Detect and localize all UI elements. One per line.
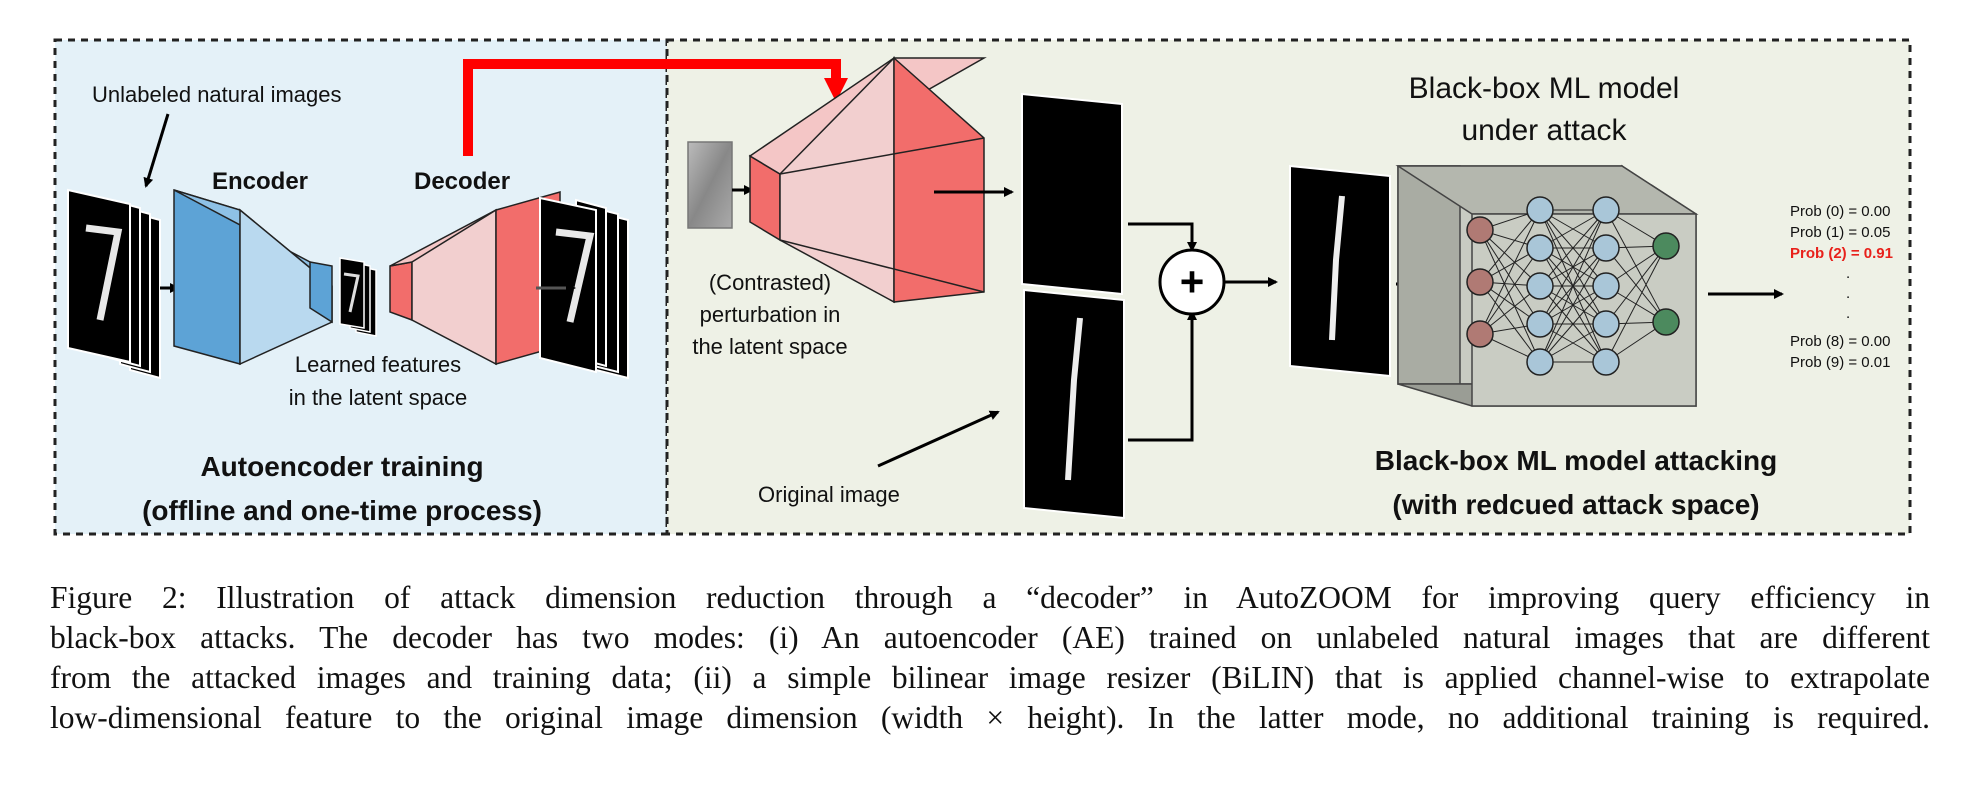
- perturbation-to-plus-connector: [1128, 222, 1197, 252]
- nn-node-layer-0: [1466, 268, 1494, 296]
- caption-line-4: low-dimensional feature to the original …: [50, 700, 1930, 735]
- attack-panel: (Contrasted) perturbation in the latent …: [463, 38, 1912, 536]
- caption-line-2: black-box attacks. The decoder has two m…: [50, 620, 1930, 655]
- left-panel-title-1: Autoencoder training: [200, 451, 483, 482]
- nn-node-layer-1: [1526, 234, 1554, 262]
- encoder-block: [173, 188, 333, 366]
- nn-edge: [1539, 247, 1607, 363]
- original-image-label: Original image: [758, 482, 900, 507]
- nn-edge: [1479, 209, 1541, 335]
- nn-node-layer-1: [1526, 310, 1554, 338]
- nn-node-layer-2: [1592, 196, 1620, 224]
- nn-node-layer-1: [1526, 196, 1554, 224]
- nn-node-layer-1: [1526, 272, 1554, 300]
- ellipsis-dot-3: .: [1846, 305, 1850, 322]
- nn-node-layer-2: [1592, 234, 1620, 262]
- nn-node-layer-3: [1652, 232, 1680, 260]
- right-panel-title-2: (with redcued attack space): [1392, 489, 1759, 520]
- decoder-transfer-arrow: [463, 59, 848, 156]
- nn-edge: [1479, 247, 1541, 335]
- perturbation-label-1: (Contrasted): [709, 270, 831, 295]
- decoded-perturbation-image: [1021, 92, 1123, 296]
- model-label-1: Black-box ML model: [1409, 72, 1680, 105]
- unlabeled-images-label: Unlabeled natural images: [92, 82, 342, 107]
- latent-features-label-1: Learned features: [295, 352, 461, 377]
- nn-edge: [1539, 209, 1607, 325]
- nn-edge: [1539, 209, 1607, 363]
- nn-node-layer-2: [1592, 348, 1620, 376]
- prob-0-text: Prob (0) = 0.00: [1790, 203, 1890, 220]
- figure-caption: Figure 2: Illustration of attack dimensi…: [50, 578, 1930, 738]
- left-panel-title-2: (offline and one-time process): [142, 495, 542, 526]
- nn-node-layer-1: [1526, 348, 1554, 376]
- right-panel-title-1: Black-box ML model attacking: [1375, 445, 1777, 476]
- black-box-model: [1395, 164, 1699, 408]
- figure-diagram: Unlabeled natural images Encoder Decoder: [53, 38, 1912, 536]
- neural-network: [1466, 196, 1680, 376]
- nn-edge: [1539, 209, 1607, 287]
- prob-8-text: Prob (8) = 0.00: [1790, 333, 1890, 350]
- prob-2-text: Prob (2) = 0.91: [1790, 245, 1893, 262]
- input-image-stack: [67, 188, 161, 380]
- nn-edge: [1479, 209, 1541, 283]
- original-image-pointer-arrow: [877, 410, 1000, 468]
- plus-icon: +: [1180, 258, 1205, 305]
- nn-node-layer-0: [1466, 216, 1494, 244]
- ellipsis-dot-1: .: [1846, 265, 1850, 282]
- perturbation-label-3: the latent space: [692, 334, 847, 359]
- decoder-label: Decoder: [414, 168, 510, 195]
- nn-edge: [1479, 281, 1541, 363]
- prob-9-text: Prob (9) = 0.01: [1790, 354, 1890, 371]
- nn-edge: [1479, 229, 1541, 325]
- nn-node-layer-2: [1592, 272, 1620, 300]
- attack-decoder-block: [748, 56, 987, 304]
- caption-line-3: from the attacked images and training da…: [50, 660, 1930, 695]
- nn-edge: [1605, 245, 1667, 363]
- nn-edge: [1605, 245, 1667, 325]
- nn-edge: [1539, 285, 1607, 363]
- adversarial-image: [1289, 164, 1391, 378]
- nn-node-layer-3: [1652, 308, 1680, 336]
- perturbation-label-2: perturbation in: [700, 302, 841, 327]
- nn-node-layer-0: [1466, 320, 1494, 348]
- encoder-label: Encoder: [212, 168, 308, 195]
- original-to-plus-connector: [1128, 310, 1197, 442]
- nn-edge: [1479, 229, 1541, 363]
- probability-list: Prob (0) = 0.00 Prob (1) = 0.05 Prob (2)…: [1790, 203, 1893, 371]
- original-image: [1023, 288, 1125, 520]
- model-label-2: under attack: [1461, 114, 1627, 147]
- latent-features-label-2: in the latent space: [289, 385, 468, 410]
- caption-line-1: Figure 2: Illustration of attack dimensi…: [50, 580, 1930, 615]
- autoencoder-training-panel: Unlabeled natural images Encoder Decoder: [53, 38, 669, 536]
- unlabeled-pointer-arrow: [143, 113, 170, 188]
- latent-feature-stack: [339, 257, 377, 337]
- perturbation-image: [687, 141, 733, 229]
- ellipsis-dot-2: .: [1846, 285, 1850, 302]
- prob-1-text: Prob (1) = 0.05: [1790, 224, 1890, 241]
- nn-node-layer-2: [1592, 310, 1620, 338]
